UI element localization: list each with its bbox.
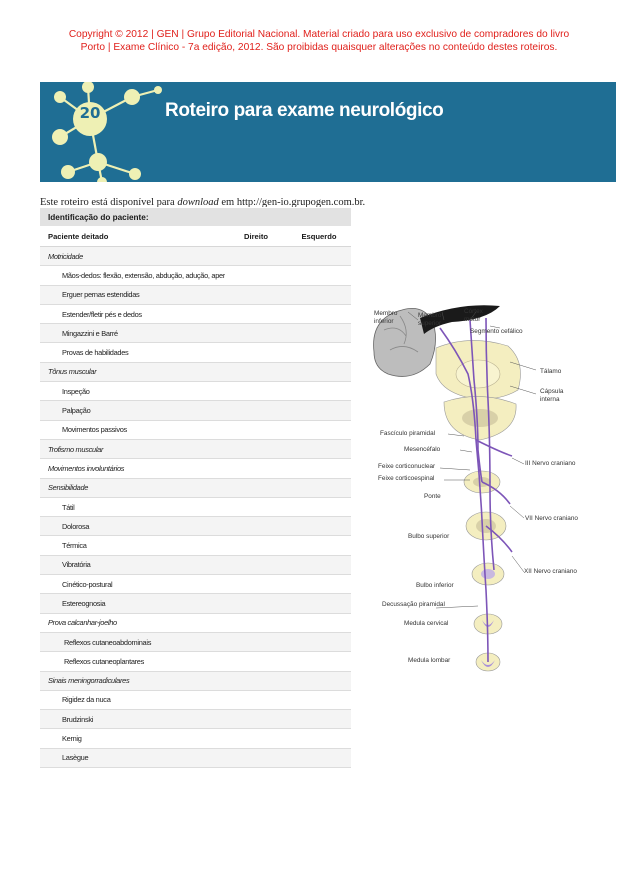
table-row: Movimentos involuntários: [40, 459, 351, 479]
column-header-position: Paciente deitado: [48, 231, 109, 241]
table-row: Erguer pernas estendidas: [40, 285, 351, 305]
row-label: Provas de habilidades: [62, 348, 129, 358]
column-header-left: Esquerdo: [301, 231, 337, 241]
label-vii-nervo: VII Nervo craniano: [525, 515, 578, 522]
label-mesencefalo: Mesencéfalo: [404, 446, 441, 453]
label-bulbo-superior: Bulbo superior: [408, 533, 450, 540]
table-row: Sensibilidade: [40, 478, 351, 498]
row-label: Tônus muscular: [48, 367, 97, 377]
label-segmento-cefalico: Segmento cefálico: [470, 328, 523, 335]
row-label: Palpação: [62, 406, 91, 416]
table-row: Estereognosia: [40, 594, 351, 614]
row-label: Brudzinski: [62, 714, 94, 724]
copyright-line-2: Porto | Exame Clínico - 7a edição, 2012.…: [80, 42, 558, 53]
intro-after: em http://gen-io.grupogen.com.br.: [218, 197, 366, 208]
table-row: Reflexos cutaneoplantares: [40, 652, 351, 672]
row-label: Mingazzini e Barré: [62, 328, 118, 338]
intro-text: Este roteiro está disponível para downlo…: [40, 197, 365, 208]
label-fasciculo-piramidal: Fascículo piramidal: [380, 430, 436, 437]
table-row: Reflexos cutaneoabdominais: [40, 632, 351, 653]
table-row: Dolorosa: [40, 517, 351, 537]
row-label: Cinético-postural: [62, 579, 113, 589]
row-label: Sinais meningorradiculares: [48, 676, 130, 686]
table-row: Inspeção: [40, 382, 351, 402]
row-label: Reflexos cutaneoplantares: [64, 656, 145, 666]
table-row: Provas de habilidades: [40, 343, 351, 363]
label-decussacao: Decussação piramidal: [382, 601, 445, 608]
page-title: Roteiro para exame neurológico: [165, 100, 444, 121]
label-bulbo-inferior: Bulbo inferior: [416, 582, 454, 589]
label-iii-nervo: III Nervo craniano: [525, 460, 576, 467]
table-row: Prova calcanhar-joelho: [40, 614, 351, 633]
row-label: Prova calcanhar-joelho: [48, 618, 117, 628]
row-label: Lasègue: [62, 753, 89, 763]
label-feixe-corticoespinal: Feixe corticoespinal: [378, 475, 435, 482]
row-label: Dolorosa: [62, 521, 90, 531]
pyramidal-tract-drawing: [373, 305, 537, 672]
table-row: Vibratória: [40, 555, 351, 576]
label-ponte: Ponte: [424, 493, 441, 500]
row-label: Movimentos passivos: [62, 425, 127, 435]
table-row: Mãos-dedos: flexão, extensão, abdução, a…: [40, 266, 351, 286]
table-row: Brudzinski: [40, 710, 351, 730]
intro-before: Este roteiro está disponível para: [40, 197, 178, 208]
row-label: Erguer pernas estendidas: [62, 290, 140, 300]
row-label: Vibratória: [62, 560, 91, 570]
column-header-right: Direito: [243, 231, 269, 241]
table-row: Mingazzini e Barré: [40, 324, 351, 344]
table-row: Sinais meningorradiculares: [40, 671, 351, 691]
row-label: Estereognosia: [62, 598, 106, 608]
label-medula-cervical: Medula cervical: [404, 620, 449, 627]
label-feixe-corticonuclear: Feixe corticonuclear: [378, 463, 436, 470]
table-row: Palpação: [40, 401, 351, 421]
row-label: Rigidez da nuca: [62, 695, 111, 705]
intro-emph: download: [177, 197, 219, 208]
table-header: Paciente deitado Direito Esquerdo: [40, 226, 351, 247]
copyright-notice: Copyright © 2012 | GEN | Grupo Editorial…: [0, 28, 638, 54]
row-label: Tátil: [62, 502, 75, 512]
label-medula-lombar: Medula lombar: [408, 657, 451, 664]
table-row: Motricidade: [40, 247, 351, 267]
table-row: Térmica: [40, 536, 351, 556]
row-label: Sensibilidade: [48, 483, 89, 493]
table-row: Tônus muscular: [40, 362, 351, 383]
row-label: Reflexos cutaneoabdominais: [64, 637, 152, 647]
row-label: Movimentos involuntários: [48, 463, 125, 473]
patient-id-row: Identificação do paciente:: [40, 208, 351, 226]
patient-id-label: Identificação do paciente:: [48, 212, 149, 222]
copyright-line-1: Copyright © 2012 | GEN | Grupo Editorial…: [68, 29, 570, 40]
label-xii-nervo: XII Nervo craniano: [524, 568, 577, 575]
table-row: Kernig: [40, 729, 351, 749]
table-row: Trofismo muscular: [40, 439, 351, 460]
table-row: Movimentos passivos: [40, 421, 351, 440]
row-label: Mãos-dedos: flexão, extensão, abdução, a…: [62, 270, 225, 280]
molecule-decoration: [52, 82, 162, 182]
row-label: Inspeção: [62, 386, 90, 396]
label-talamo: Tálamo: [540, 368, 562, 375]
table-row: Tátil: [40, 498, 351, 518]
table-row: Lasègue: [40, 748, 351, 769]
table-row: Cinético-postural: [40, 575, 351, 595]
row-label: Estender/fletir pés e dedos: [62, 309, 142, 319]
exam-table: Identificação do paciente: Paciente deit…: [40, 207, 351, 769]
row-label: Térmica: [62, 541, 87, 551]
row-label: Motricidade: [48, 251, 83, 261]
row-label: Trofismo muscular: [48, 444, 104, 454]
chapter-number: 20: [79, 104, 101, 122]
chapter-banner: [40, 82, 616, 182]
row-label: Kernig: [62, 734, 82, 744]
table-row: Estender/fletir pés e dedos: [40, 305, 351, 325]
table-row: Rigidez da nuca: [40, 691, 351, 711]
